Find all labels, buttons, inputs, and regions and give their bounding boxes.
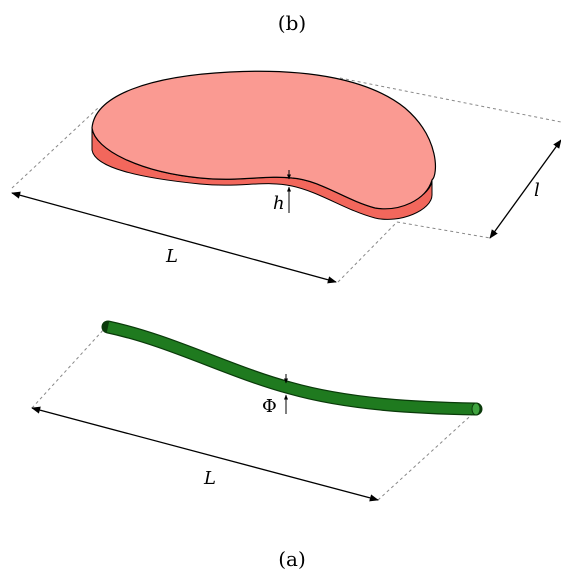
rod bbox=[101, 320, 483, 416]
panel-a-caption: (a) bbox=[278, 547, 306, 571]
diameter-label: Φ bbox=[262, 396, 277, 417]
thickness-label: h bbox=[273, 193, 285, 214]
panel-b: (b) h L l bbox=[11, 11, 561, 284]
rod-end-cap bbox=[471, 402, 481, 416]
plate-width-arrow bbox=[489, 139, 561, 239]
rod-guide-lines bbox=[31, 327, 479, 501]
panel-b-caption: (b) bbox=[278, 11, 306, 35]
rod-body bbox=[106, 321, 477, 415]
plate-guide-lines bbox=[11, 77, 561, 283]
plate-length-label: L bbox=[165, 246, 178, 267]
plate bbox=[91, 70, 437, 220]
plate-length-arrow bbox=[11, 191, 337, 284]
rod-length-label: L bbox=[203, 468, 216, 489]
plate-width-label: l bbox=[534, 180, 540, 201]
plate-top-face bbox=[91, 70, 437, 210]
panel-a: Φ L (a) bbox=[31, 320, 483, 571]
rod-length-arrow bbox=[31, 406, 379, 502]
